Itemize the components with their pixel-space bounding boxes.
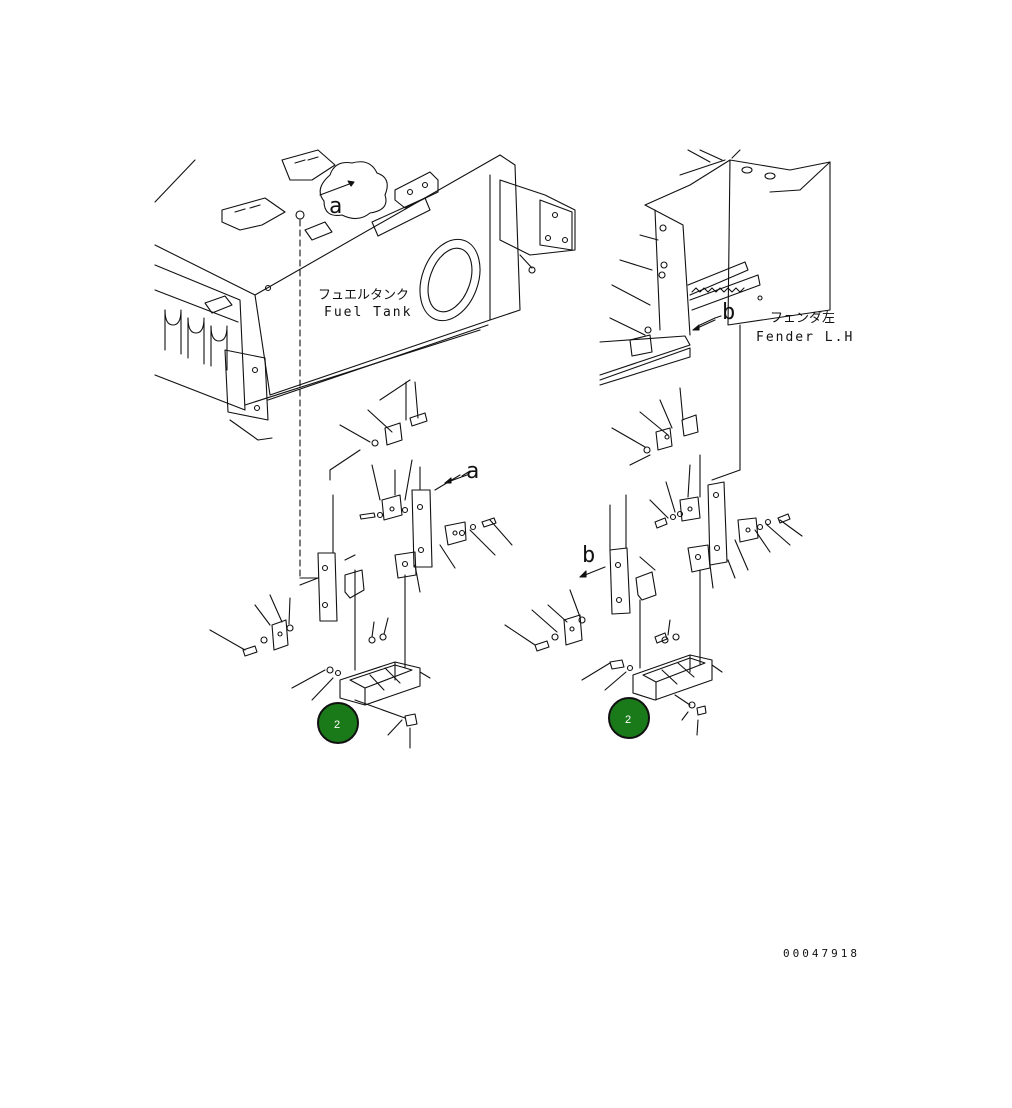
ref-b-at-fender: b: [722, 300, 735, 325]
fender-label-en: Fender L.H: [756, 330, 854, 345]
fender-label-jp: フェンダ左: [770, 311, 835, 326]
ref-a-at-arrow: a: [466, 459, 479, 484]
step-box-right: [581, 654, 723, 736]
detail-bubble-a: [319, 161, 388, 220]
fuel-tank-label-jp: フュエルタンク: [318, 288, 409, 303]
ref-a-in-bubble: a: [329, 194, 342, 219]
step-box-left: [291, 661, 431, 749]
ref-b-at-arrow: b: [582, 543, 595, 568]
callout-marker[interactable]: 2: [608, 697, 650, 739]
callout-number: 2: [625, 714, 631, 726]
mount-plates-left: [209, 381, 513, 671]
fuel-tank-body: [154, 149, 576, 441]
callout-number: 2: [334, 719, 340, 731]
mount-plates-right: [504, 454, 803, 669]
upper-bracket-group-right: [611, 387, 699, 466]
fuel-tank-label-en: Fuel Tank: [324, 305, 412, 320]
callout-marker[interactable]: 2: [317, 702, 359, 744]
figure-id: 00047918: [783, 947, 860, 960]
upper-bracket-group-left: [329, 379, 428, 481]
fender-body: [599, 149, 831, 481]
